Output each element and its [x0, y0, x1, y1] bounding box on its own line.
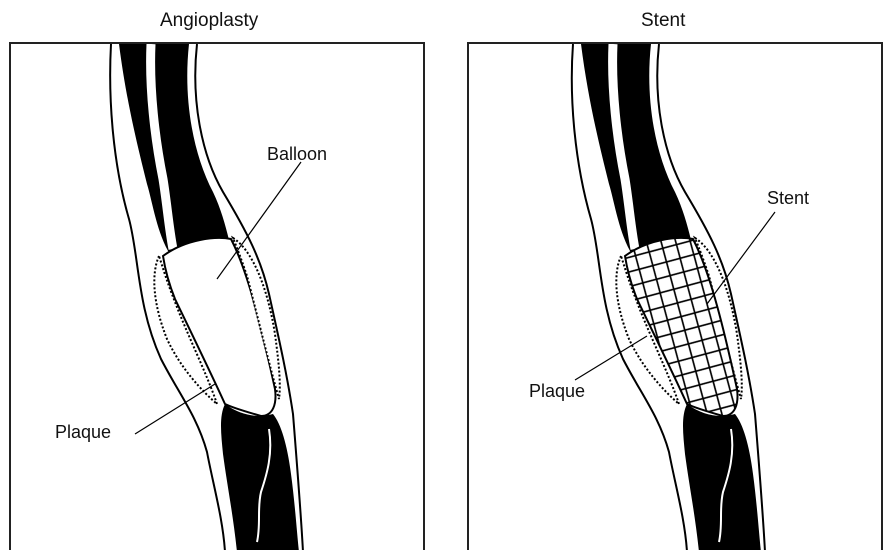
- plaque-label: Plaque: [529, 381, 585, 402]
- stent-label: Stent: [767, 188, 809, 209]
- blood-lumen-lower: [221, 404, 299, 550]
- stent-leader-line: [707, 212, 775, 304]
- stent-illustration: [469, 44, 883, 550]
- angioplasty-title: Angioplasty: [160, 10, 258, 32]
- blood-lumen-upper: [119, 44, 229, 256]
- blood-lumen-upper: [581, 44, 691, 256]
- angioplasty-panel: Balloon Plaque: [9, 42, 425, 550]
- plaque-label: Plaque: [55, 422, 111, 443]
- blood-lumen-lower: [683, 404, 761, 550]
- plaque-leader-line: [575, 336, 647, 380]
- stent-panel: Stent Plaque: [467, 42, 883, 550]
- angioplasty-illustration: [11, 44, 425, 550]
- plaque-leader-line: [135, 384, 215, 434]
- balloon-label: Balloon: [267, 144, 327, 165]
- stent-title: Stent: [641, 10, 685, 32]
